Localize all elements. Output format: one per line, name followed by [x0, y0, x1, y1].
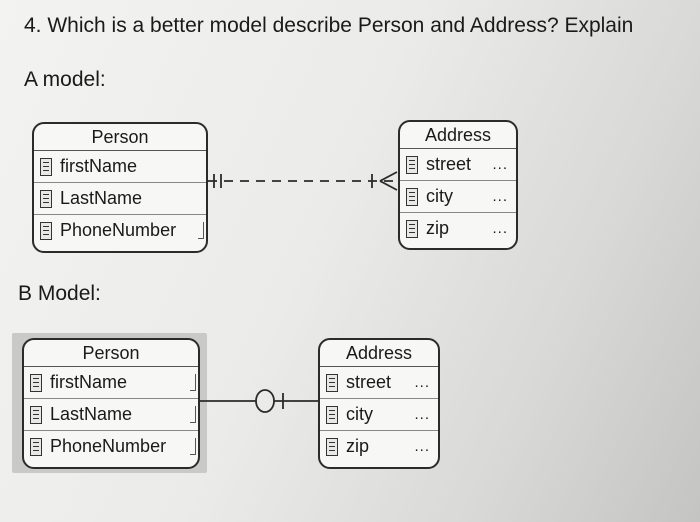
field-name: zip [426, 218, 450, 238]
crows-foot [379, 180, 398, 191]
field-name: city [426, 186, 453, 206]
field-icon [40, 221, 52, 240]
field-name: PhoneNumber [50, 436, 167, 456]
field-name: firstName [50, 372, 128, 392]
field-row: firstName [24, 367, 198, 399]
entity-title: Person [34, 124, 206, 151]
question-text: 4. Which is a better model describe Pers… [24, 14, 634, 37]
crows-foot [379, 171, 398, 182]
field-name: LastName [60, 188, 143, 208]
entity-title: Address [320, 340, 438, 367]
field-icon [326, 373, 338, 392]
field-name: city [346, 404, 373, 424]
field-row: city ... [320, 399, 438, 431]
ellipsis: ... [492, 188, 508, 205]
field-icon [30, 437, 42, 456]
ellipsis: ... [414, 374, 430, 391]
field-row: PhoneNumber [24, 431, 198, 462]
field-icon [40, 157, 52, 176]
ellipsis: ... [414, 406, 430, 423]
field-row: street ... [320, 367, 438, 399]
field-row: street ... [400, 149, 516, 181]
field-row: zip ... [400, 213, 516, 244]
field-icon [406, 155, 418, 174]
field-name: firstName [60, 156, 138, 176]
row-bracket [190, 438, 196, 455]
model-b-person-entity: Person firstName LastName PhoneNumber [22, 338, 200, 469]
field-name: zip [346, 436, 370, 456]
field-row: LastName [34, 183, 206, 215]
field-icon [326, 405, 338, 424]
model-a-relationship [208, 171, 398, 191]
ellipsis: ... [492, 220, 508, 237]
field-name: PhoneNumber [60, 220, 177, 240]
field-icon [326, 437, 338, 456]
model-b-label: B Model: [18, 282, 101, 305]
model-a-person-entity: Person firstName LastName PhoneNumber [32, 122, 208, 253]
row-bracket [190, 374, 196, 391]
field-row: firstName [34, 151, 206, 183]
field-name: LastName [50, 404, 133, 424]
row-bracket [198, 222, 204, 239]
row-bracket [190, 406, 196, 423]
field-icon [406, 219, 418, 238]
field-name: street [426, 154, 472, 174]
field-icon [30, 405, 42, 424]
model-b-relationship [200, 389, 318, 413]
entity-title: Address [400, 122, 516, 149]
field-row: city ... [400, 181, 516, 213]
model-b-address-entity: Address street ... city ... zip ... [318, 338, 440, 469]
field-row: LastName [24, 399, 198, 431]
field-icon [406, 187, 418, 206]
field-icon [30, 373, 42, 392]
field-row: PhoneNumber [34, 215, 206, 246]
ellipsis: ... [414, 438, 430, 455]
entity-title: Person [24, 340, 198, 367]
field-icon [40, 189, 52, 208]
zero-circle [255, 389, 275, 413]
model-a-label: A model: [24, 68, 106, 91]
field-name: street [346, 372, 392, 392]
ellipsis: ... [492, 156, 508, 173]
model-a-address-entity: Address street ... city ... zip ... [398, 120, 518, 250]
field-row: zip ... [320, 431, 438, 462]
